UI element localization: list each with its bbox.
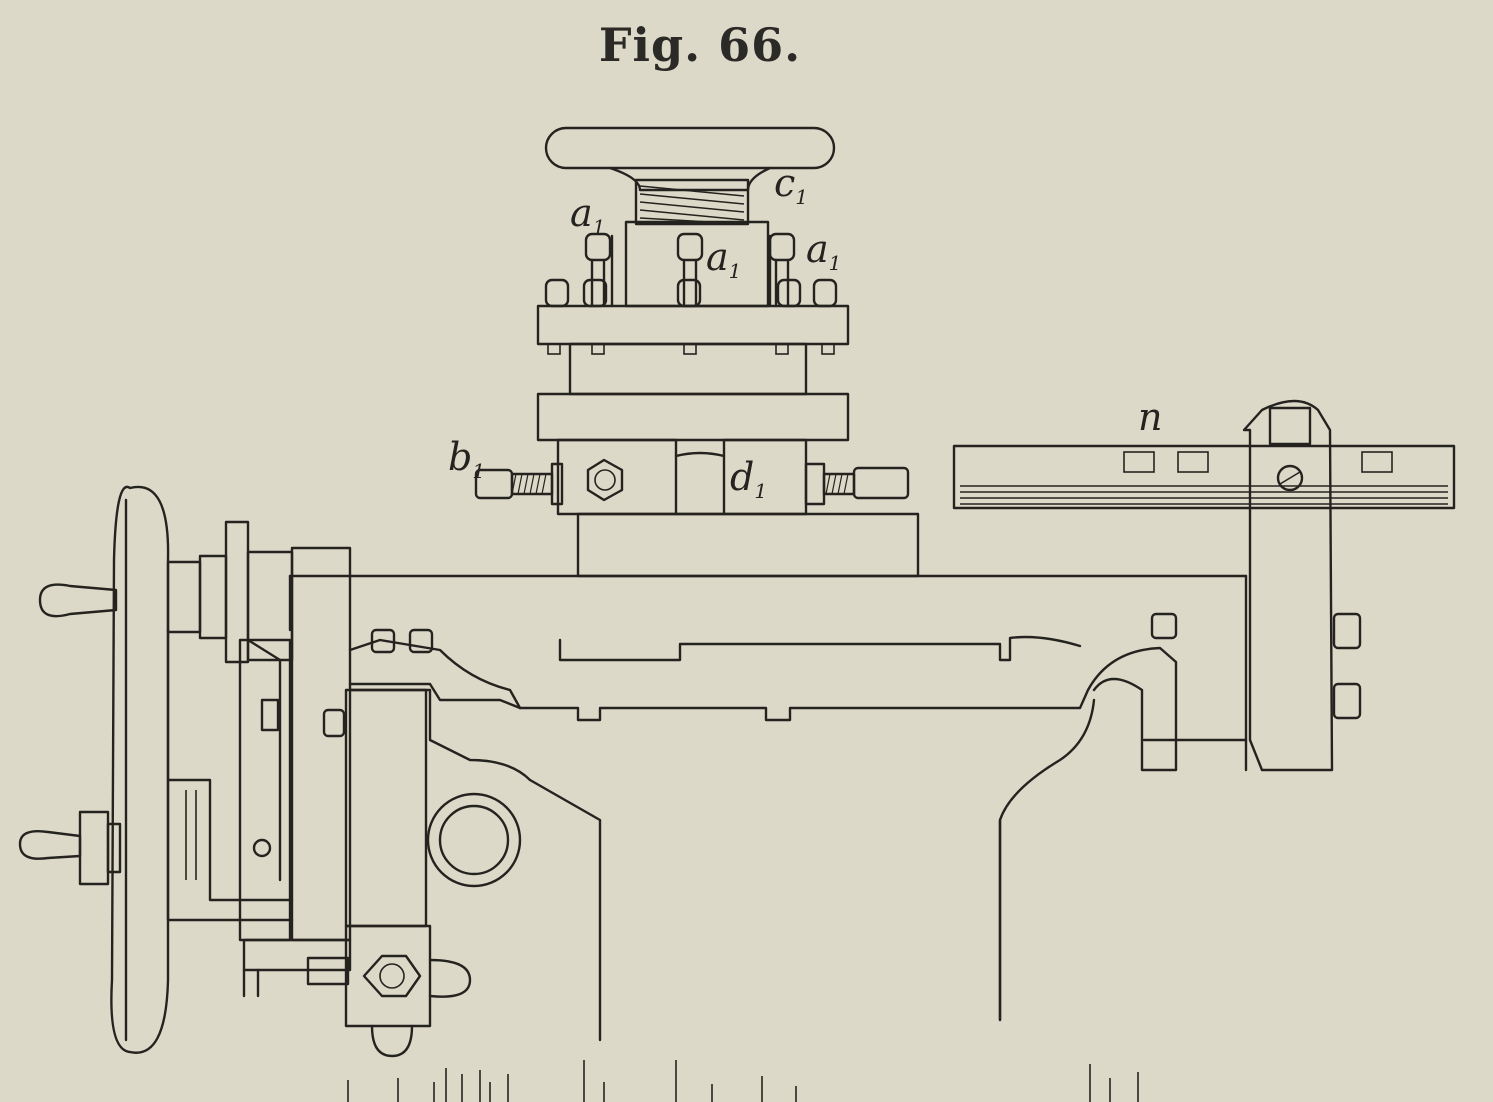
tool-post-base — [576, 512, 920, 578]
label-c1: c1 — [774, 161, 808, 209]
label-a1-left: a1 — [570, 191, 605, 239]
feed-rod — [242, 938, 352, 998]
spring-coil — [634, 178, 750, 226]
tool-post-cap — [544, 126, 836, 192]
slide-bolts — [370, 612, 1178, 654]
label-b1: b1 — [448, 435, 485, 483]
part-labels: a1 c1 a1 a1 b1 d1 n — [448, 161, 1162, 503]
adjusting-screw-right — [804, 462, 910, 506]
side-bracket — [166, 546, 352, 942]
label-d1: d1 — [730, 455, 767, 503]
tool-post-column — [568, 342, 808, 396]
tool-post-plate-lower — [536, 392, 850, 442]
clamp-bolts-top — [544, 232, 838, 308]
figure-title: Fig. 66. — [598, 18, 802, 72]
tool-block — [556, 438, 808, 516]
adjusting-screw-left — [474, 462, 564, 506]
label-a1-right: a1 — [806, 227, 841, 275]
tool-post-plate-upper — [536, 304, 850, 355]
hand-wheel — [18, 485, 170, 1054]
saddle-block — [322, 688, 602, 1058]
label-n: n — [1138, 395, 1162, 439]
cross-slide — [288, 574, 1248, 772]
base-ticks — [347, 1060, 1139, 1102]
bed-upright — [998, 698, 1096, 1022]
label-a1-middle: a1 — [706, 235, 741, 283]
tool-bar-clamp — [1242, 399, 1362, 772]
tool-bar — [952, 444, 1456, 510]
